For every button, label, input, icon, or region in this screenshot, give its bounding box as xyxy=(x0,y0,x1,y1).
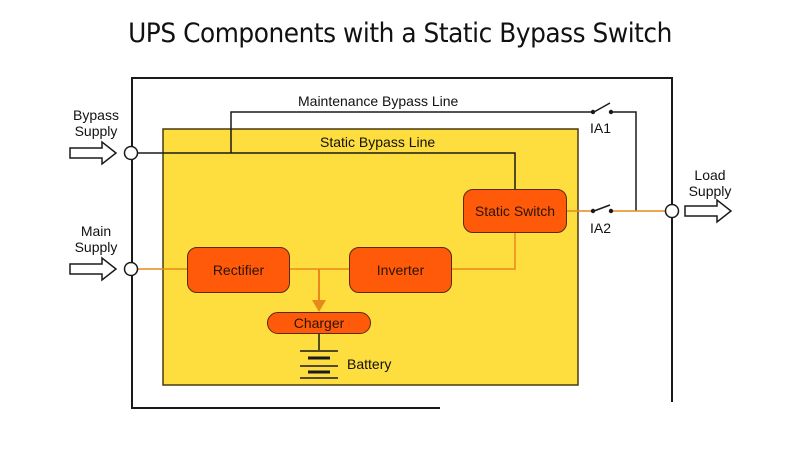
ia1-contact-right xyxy=(608,109,614,115)
maintenance-bypass-line-label: Maintenance Bypass Line xyxy=(298,93,459,109)
battery-label: Battery xyxy=(347,356,392,372)
ia1-switch-blade xyxy=(593,102,611,113)
charger-feed-arrow xyxy=(312,300,326,312)
load-supply-label: Load Supply xyxy=(674,167,746,199)
ia2-contact-left xyxy=(590,208,596,214)
static-switch-box: Static Switch xyxy=(463,189,567,233)
charger-box: Charger xyxy=(267,312,371,334)
load-supply-arrow xyxy=(684,198,733,224)
main-supply-arrow xyxy=(69,256,118,282)
main-supply-label-line1: Main xyxy=(80,223,112,239)
load-supply-label-line2: Supply xyxy=(688,183,732,199)
ia2-label: IA2 xyxy=(590,220,612,236)
bypass-supply-arrow xyxy=(69,140,118,166)
inverter-switch-line xyxy=(452,233,516,270)
load-supply-terminal xyxy=(664,203,680,219)
inverter-box: Inverter xyxy=(349,247,452,293)
bypass-supply-terminal xyxy=(123,145,139,161)
load-supply-label-line1: Load xyxy=(694,167,726,183)
bypass-supply-label-line1: Bypass xyxy=(73,107,119,123)
battery-symbol xyxy=(300,350,338,379)
main-supply-terminal xyxy=(123,261,139,277)
main-supply-label: Main Supply xyxy=(60,223,132,255)
maintenance-bypass-line xyxy=(230,111,592,153)
bypass-supply-label: Bypass Supply xyxy=(60,107,132,139)
rectifier-box: Rectifier xyxy=(187,247,290,293)
ia1-output-line xyxy=(612,111,637,211)
diagram-title: UPS Components with a Static Bypass Swit… xyxy=(128,18,672,49)
main-supply-label-line2: Supply xyxy=(74,239,118,255)
static-bypass-line xyxy=(138,152,516,189)
ia2-contact-right xyxy=(608,208,614,214)
ia1-contact-left xyxy=(590,109,596,115)
static-bypass-line-label: Static Bypass Line xyxy=(320,134,436,150)
outer-enclosure xyxy=(131,77,673,409)
ia2-switch-blade xyxy=(593,204,611,212)
ia1-label: IA1 xyxy=(590,120,612,136)
bypass-supply-label-line2: Supply xyxy=(74,123,118,139)
